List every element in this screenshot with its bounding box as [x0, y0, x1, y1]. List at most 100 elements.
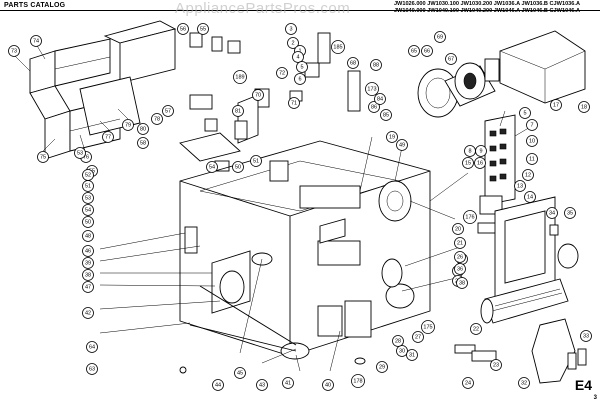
callout-c2: 2: [287, 37, 299, 49]
callout-circle: [374, 93, 386, 105]
callout-c50: 50: [232, 161, 244, 173]
callout-label: 21: [457, 240, 463, 246]
callout-circle: [82, 192, 94, 204]
callout-c86: 86: [368, 101, 380, 113]
callout-c32: 32: [518, 377, 530, 389]
callout-c85: 85: [380, 109, 392, 121]
callout-label: 50: [85, 219, 91, 225]
callout-label: 7: [530, 122, 533, 128]
callout-circle: [252, 89, 264, 101]
control-components: [179, 32, 361, 172]
main-cabinet: [179, 140, 431, 360]
callout-circle: [250, 155, 262, 167]
callout-circle: [524, 191, 536, 203]
callout-label: 10: [529, 138, 535, 144]
callout-label: 15: [465, 160, 471, 166]
callout-circle: [287, 37, 299, 49]
callout-c173: 173: [365, 82, 379, 96]
callout-c24: 24: [462, 377, 474, 389]
callout-label: 176: [465, 214, 474, 220]
callout-label: 40: [325, 382, 331, 388]
callout-circle: [347, 57, 359, 69]
callout-circle: [82, 216, 94, 228]
callout-c10: 10: [526, 135, 538, 147]
callout-circle: [256, 379, 268, 391]
callout-label: 63: [89, 366, 95, 372]
callout-c70: 70: [252, 89, 264, 101]
callout-label: 39: [85, 260, 91, 266]
callout-label: 24: [465, 380, 471, 386]
callout-label: 48: [85, 233, 91, 239]
callout-label: 57: [165, 108, 171, 114]
callout-circle: [82, 180, 94, 192]
callout-label: 175: [423, 324, 432, 330]
callout-circle: [234, 367, 246, 379]
callout-circle: [331, 40, 345, 54]
callout-circle: [376, 361, 388, 373]
callout-c57: 57: [162, 105, 174, 117]
callout-circle: [292, 51, 304, 63]
callout-circle: [454, 251, 466, 263]
callout-circle: [470, 323, 482, 335]
callout-circle: [86, 363, 98, 375]
callout-circle: [82, 245, 94, 257]
callout-c41: 41: [282, 377, 294, 389]
callout-label: 26: [457, 254, 463, 260]
callout-label: 49: [399, 142, 405, 148]
callout-label: 34: [549, 210, 555, 216]
watermark: AppliancePartsPros.com: [175, 0, 351, 17]
callout-circle: [421, 320, 435, 334]
callout-circle: [412, 331, 424, 343]
callout-label: 173: [367, 86, 376, 92]
callout-circle: [212, 379, 224, 391]
callout-circle: [519, 107, 531, 119]
callout-c66: 66: [421, 45, 433, 57]
callout-c48: 48: [82, 230, 94, 242]
callout-c75: 75: [37, 151, 49, 163]
callout-circle: [74, 147, 86, 159]
callout-c20: 20: [452, 223, 464, 235]
callout-label: 12: [525, 172, 531, 178]
callout-circle: [351, 374, 365, 388]
callout-label: 41: [285, 380, 291, 386]
callout-circle: [82, 230, 94, 242]
page-sub-code: 3: [593, 395, 597, 401]
callout-circle: [514, 180, 526, 192]
callout-label: 6: [298, 76, 301, 82]
callout-circle: [37, 151, 49, 163]
callout-circle: [578, 101, 590, 113]
callout-c64: 64: [86, 341, 98, 353]
callout-c44: 44: [212, 379, 224, 391]
callout-label: 19: [389, 134, 395, 140]
callout-c26: 26: [454, 251, 466, 263]
callout-c38b: 38: [456, 277, 468, 289]
callout-circle: [526, 135, 538, 147]
callout-c68: 68: [347, 57, 359, 69]
callout-label: 52: [85, 172, 91, 178]
callout-label: 185: [333, 44, 342, 50]
callout-label: 66: [424, 48, 430, 54]
callout-c54: 54: [206, 161, 218, 173]
callout-c51b: 51: [82, 180, 94, 192]
callout-label: 55: [200, 26, 206, 32]
callout-c4: 4: [292, 51, 304, 63]
callout-circle: [288, 97, 300, 109]
callout-circle: [322, 379, 334, 391]
callout-c16: 16: [474, 157, 486, 169]
callout-c14: 14: [524, 191, 536, 203]
callout-label: 1: [298, 48, 301, 54]
duct-assembly: [29, 20, 177, 160]
callout-label: 189: [235, 74, 244, 80]
callout-c38: 38: [82, 269, 94, 281]
callout-c67: 67: [445, 53, 457, 65]
callout-label: 18: [581, 104, 587, 110]
callout-c9: 9: [475, 145, 487, 157]
callout-c69: 69: [434, 31, 446, 43]
callout-label: 30: [399, 348, 405, 354]
callout-c52: 52: [82, 169, 94, 181]
exploded-view-diagram: 7374757677787980565558535455505118972707…: [8, 20, 592, 391]
callout-circle: [462, 377, 474, 389]
callout-c23: 23: [490, 359, 502, 371]
callout-circle: [122, 119, 134, 131]
callout-layer: 7374757677787980565558535455505118972707…: [8, 23, 592, 391]
